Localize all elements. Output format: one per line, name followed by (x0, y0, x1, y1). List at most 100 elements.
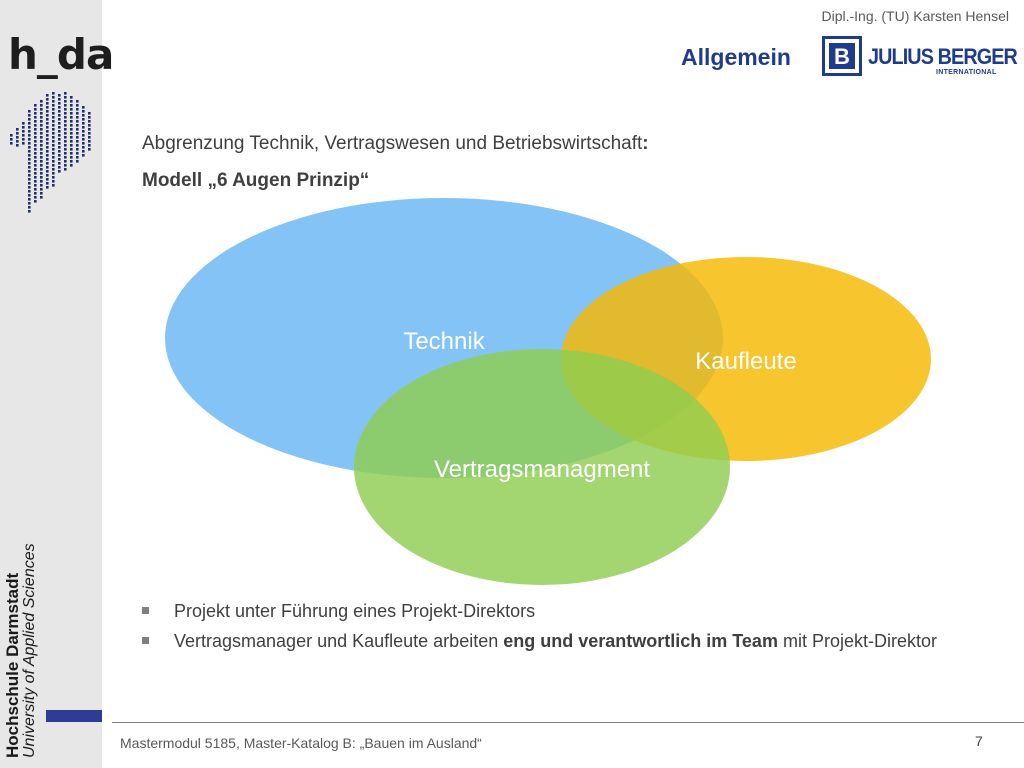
logo-dot (34, 192, 37, 195)
logo-dot (16, 144, 19, 147)
logo-dot (34, 172, 37, 175)
logo-dot (46, 150, 49, 153)
logo-dot (40, 136, 43, 139)
logo-dot (52, 104, 55, 107)
logo-dot (40, 120, 43, 123)
logo-dot (28, 194, 31, 197)
author-name: Dipl.-Ing. (TU) Karsten Hensel (821, 8, 1009, 24)
logo-dot (40, 176, 43, 179)
logo-dot (70, 96, 73, 99)
logo-dot (82, 146, 85, 149)
venn-label-vertragsmanagment: Vertragsmanagment (434, 456, 650, 483)
logo-dot (40, 192, 43, 195)
logo-dot (46, 186, 49, 189)
logo-dot (46, 110, 49, 113)
logo-dot (46, 146, 49, 149)
sidebar-accent-bar (46, 710, 102, 722)
logo-dot (28, 162, 31, 165)
logo-dot (52, 164, 55, 167)
logo-dot (34, 152, 37, 155)
logo-dot (46, 98, 49, 101)
logo-dot (46, 158, 49, 161)
logo-dot (52, 128, 55, 131)
logo-dot (22, 138, 25, 141)
venn-label-kaufleute: Kaufleute (695, 348, 796, 375)
sidebar: h_da Hochschule Darmstadt University of … (0, 0, 114, 768)
logo-dot (34, 108, 37, 111)
logo-dot (82, 150, 85, 153)
logo-dot (40, 188, 43, 191)
logo-dot (88, 144, 91, 147)
logo-dot (46, 106, 49, 109)
logo-dot (76, 108, 79, 111)
logo-dot (28, 130, 31, 133)
list-item: Projekt unter Führung eines Projekt-Dire… (142, 600, 972, 622)
logo-dot (64, 112, 67, 115)
logo-dot (64, 100, 67, 103)
logo-dot (64, 132, 67, 135)
logo-dot (10, 142, 13, 145)
logo-dot (58, 166, 61, 169)
logo-dot (40, 172, 43, 175)
logo-dot (64, 140, 67, 143)
logo-dot (28, 114, 31, 117)
logo-dot (70, 112, 73, 115)
logo-dot (40, 156, 43, 159)
logo-dot (58, 170, 61, 173)
logo-dot (46, 122, 49, 125)
logo-dot (46, 178, 49, 181)
logo-dot (76, 120, 79, 123)
model-title: Modell „6 Augen Prinzip“ (142, 170, 370, 191)
logo-dot (34, 164, 37, 167)
logo-dot (28, 154, 31, 157)
logo-dot (52, 136, 55, 139)
logo-dot (28, 150, 31, 153)
logo-dot (88, 116, 91, 119)
logo-dot (34, 104, 37, 107)
logo-dot (82, 134, 85, 137)
bullet-text: Projekt unter Führung eines Projekt-Dire… (174, 601, 536, 621)
logo-dot (40, 164, 43, 167)
logo-dot (76, 112, 79, 115)
logo-dot (58, 150, 61, 153)
logo-dot (16, 136, 19, 139)
logo-dot (46, 166, 49, 169)
logo-dot (28, 178, 31, 181)
logo-dot (46, 162, 49, 165)
logo-dot (46, 174, 49, 177)
logo-dot (34, 128, 37, 131)
logo-dot (34, 140, 37, 143)
logo-dot (28, 170, 31, 173)
logo-dot (70, 152, 73, 155)
logo-dot (52, 168, 55, 171)
logo-dot (70, 116, 73, 119)
logo-dot (22, 126, 25, 129)
logo-dot (28, 198, 31, 201)
logo-dot (34, 160, 37, 163)
logo-dot (82, 130, 85, 133)
logo-dot (10, 138, 13, 141)
logo-dot (64, 148, 67, 151)
logo-dot (52, 180, 55, 183)
logo-dot (58, 138, 61, 141)
logo-dot (40, 180, 43, 183)
logo-dot (28, 118, 31, 121)
logo-dot (76, 124, 79, 127)
logo-dot (82, 138, 85, 141)
logo-dot (52, 152, 55, 155)
logo-dot (82, 122, 85, 125)
logo-dot (58, 134, 61, 137)
logo-dot (76, 100, 79, 103)
logo-dot (34, 156, 37, 159)
logo-dot (64, 128, 67, 131)
logo-dot (70, 132, 73, 135)
logo-dot (28, 110, 31, 113)
logo-dot (82, 126, 85, 129)
logo-dot (88, 132, 91, 135)
logo-dot (46, 94, 49, 97)
logo-dot (40, 152, 43, 155)
logo-dot (46, 142, 49, 145)
logo-dot (52, 140, 55, 143)
logo-dot (64, 144, 67, 147)
julius-berger-logo-sub: INTERNATIONAL (936, 69, 997, 76)
